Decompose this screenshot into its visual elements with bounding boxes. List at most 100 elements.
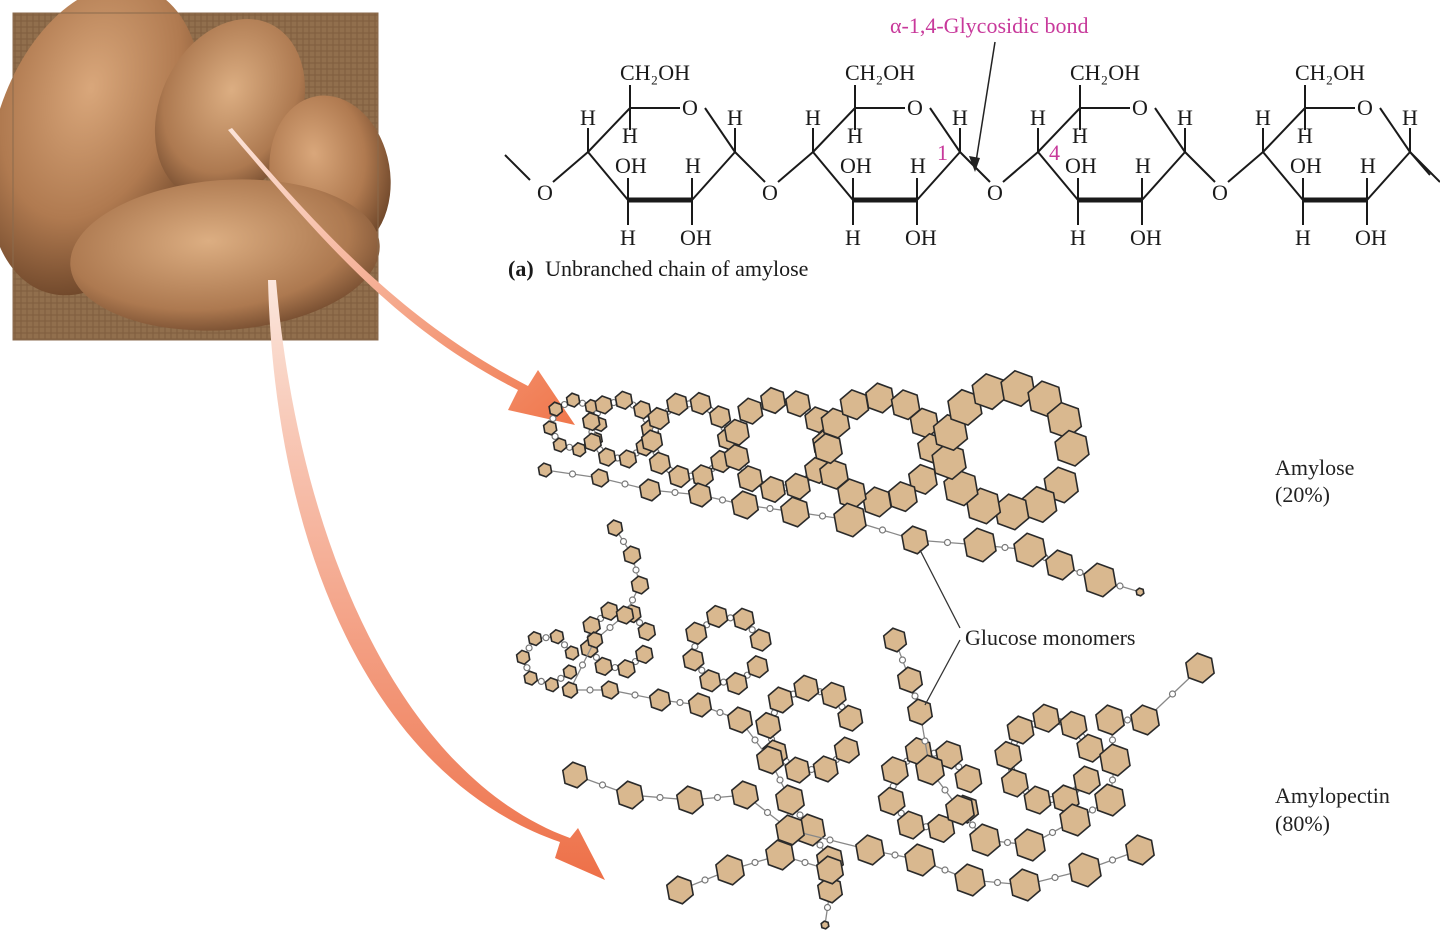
amylose-loop-2-glucose-ring [594, 395, 613, 415]
h-c3: H [845, 225, 861, 250]
amylopectin-branch-right-oxygen [1088, 806, 1097, 814]
h-c2: H [1360, 153, 1376, 178]
amylose-backbone-glucose-ring [590, 468, 610, 488]
amylopectin-loop-2-glucose-ring [600, 601, 619, 622]
amylopectin-branch-low-oxygen [1051, 873, 1059, 882]
amylopectin-trunk-oxygen [716, 708, 724, 717]
amylose-backbone-glucose-ring [687, 482, 713, 508]
amylose-loop-2-glucose-ring [581, 411, 601, 432]
amylose-backbone-glucose-ring [638, 478, 662, 502]
amylopectin-chain [515, 519, 1215, 930]
amylopectin-loop-6-glucose-ring [880, 756, 909, 786]
amylose-backbone-glucose-ring [1083, 562, 1117, 598]
amylopectin-branch-left-oxygen [751, 858, 759, 867]
amylopectin-loop-1-oxygen [537, 677, 545, 685]
amylose-loop-5-glucose-ring [890, 389, 921, 421]
amylopectin-loop-6-glucose-ring [877, 786, 906, 817]
amylopectin-trunk-glucose-ring [755, 745, 785, 775]
amylose-loop-4-glucose-ring [737, 397, 764, 425]
amylopectin-branch-low-oxygen [891, 851, 899, 859]
amylopectin-loop-1-glucose-ring [562, 664, 578, 680]
amylopectin-branch-right-glucose-ring [1130, 704, 1160, 736]
amylopectin-loop-3-glucose-ring [699, 668, 722, 693]
ring-lower-right [1141, 151, 1186, 201]
caption-letter: (a) [508, 256, 534, 281]
amylose-backbone-glucose-ring [900, 525, 930, 555]
amylopectin-loop-4-glucose-ring [793, 674, 820, 702]
bridge-oxygen: O [1212, 180, 1228, 205]
amylose-backbone-oxygen [1116, 582, 1124, 590]
amylopectin-loop-3-oxygen [726, 614, 735, 622]
h-c1: H [1402, 105, 1418, 130]
amylopectin-branch-low-glucose-ring [675, 785, 705, 815]
amylose-backbone-oxygen [671, 488, 679, 497]
glycosidic-bond-label: α-1,4-Glycosidic bond [890, 13, 1089, 38]
amylose-backbone-glucose-ring [780, 496, 810, 528]
amylopectin-trunk-oxygen [631, 691, 639, 699]
amylose-loop-3-glucose-ring [708, 405, 732, 429]
h-c3: H [1070, 225, 1086, 250]
h-c4: H [1255, 105, 1271, 130]
oh-c3: OH [840, 153, 872, 178]
amylose-loop-3-glucose-ring [666, 392, 689, 416]
amylose-backbone-glucose-ring [1013, 532, 1047, 568]
amylopectin-loop-4-glucose-ring [784, 756, 811, 784]
amylose-loop-1-glucose-ring [565, 392, 581, 408]
amylopectin-branch-right-glucose-ring [1099, 743, 1131, 777]
amylopectin-branch-right-oxygen [1168, 690, 1177, 698]
amylopectin-trunk-oxygen [619, 537, 628, 546]
amylopectin-branch-right-oxygen [898, 656, 907, 664]
h-c5: H [1072, 123, 1088, 148]
amylopectin-loop-5-glucose-ring [1032, 703, 1061, 733]
amylopectin-trunk-glucose-ring [820, 920, 830, 930]
h-c5: H [622, 123, 638, 148]
ring-oxygen: O [1132, 95, 1148, 120]
amylopectin-loop-2-glucose-ring [637, 621, 657, 642]
amylopectin-loop-2-glucose-ring [617, 658, 636, 679]
amylose-loop-2-glucose-ring [618, 449, 638, 469]
amylopectin-trunk-glucose-ring [726, 706, 754, 734]
amylopectin-loop-3-glucose-ring [705, 604, 729, 629]
amylopectin-branch-low-glucose-ring [561, 761, 589, 789]
oh-c2: OH [680, 225, 712, 250]
amylopectin-trunk-glucose-ring [606, 519, 624, 537]
amylopectin-branch-low-oxygen [941, 866, 949, 874]
amylose-loop-1-glucose-ring [548, 401, 564, 417]
ring-lower-left [587, 151, 629, 201]
amylose-loop-2-glucose-ring [632, 400, 652, 420]
pointer-arrowhead [969, 156, 980, 172]
amylose-loop-4-glucose-ring [760, 386, 787, 415]
amylopectin-branch-low-glucose-ring [1068, 852, 1102, 888]
amylose-backbone-oxygen [621, 480, 629, 488]
amylopectin-loop-3-glucose-ring [749, 628, 772, 652]
amylopectin-loop-4-glucose-ring [833, 736, 860, 764]
amylopectin-trunk-oxygen [796, 811, 804, 819]
h-c2: H [910, 153, 926, 178]
amylose-backbone-glucose-ring [963, 527, 997, 563]
ring-lower-right [916, 151, 961, 201]
caption-text: Unbranched chain of amylose [545, 256, 808, 281]
amylopectin-trunk-oxygen [586, 686, 594, 694]
amylopectin-trunk-glucose-ring [687, 692, 713, 718]
amylose-loop-1-oxygen [578, 399, 587, 407]
ring-upper-right [1379, 107, 1411, 153]
glucose-pointer-upper [919, 549, 961, 629]
amylopectin-loop-1-glucose-ring [527, 630, 543, 647]
h-c4: H [1030, 105, 1046, 130]
amylose-loop-1-glucose-ring [552, 437, 568, 453]
amylose-loop-5-glucose-ring [839, 388, 870, 421]
amylopectin-branch-right-oxygen [941, 786, 949, 794]
amylopectin-branch-left-glucose-ring [665, 875, 695, 905]
amylose-loop-6-glucose-ring [1054, 429, 1090, 467]
amylose-loop-1-oxygen [549, 414, 557, 423]
amylose-backbone-glucose-ring [1045, 549, 1075, 581]
amylopectin-loop-4-glucose-ring [812, 755, 839, 783]
h-c3: H [620, 225, 636, 250]
amylopectin-loop-6-glucose-ring [896, 810, 925, 840]
amylopectin-branch-right-glucose-ring [1095, 704, 1125, 736]
glycosidic-bond-pointer [974, 41, 996, 169]
amylopectin-branch-low-glucose-ring [954, 863, 986, 897]
amylopectin-loop-3-oxygen [748, 626, 756, 634]
